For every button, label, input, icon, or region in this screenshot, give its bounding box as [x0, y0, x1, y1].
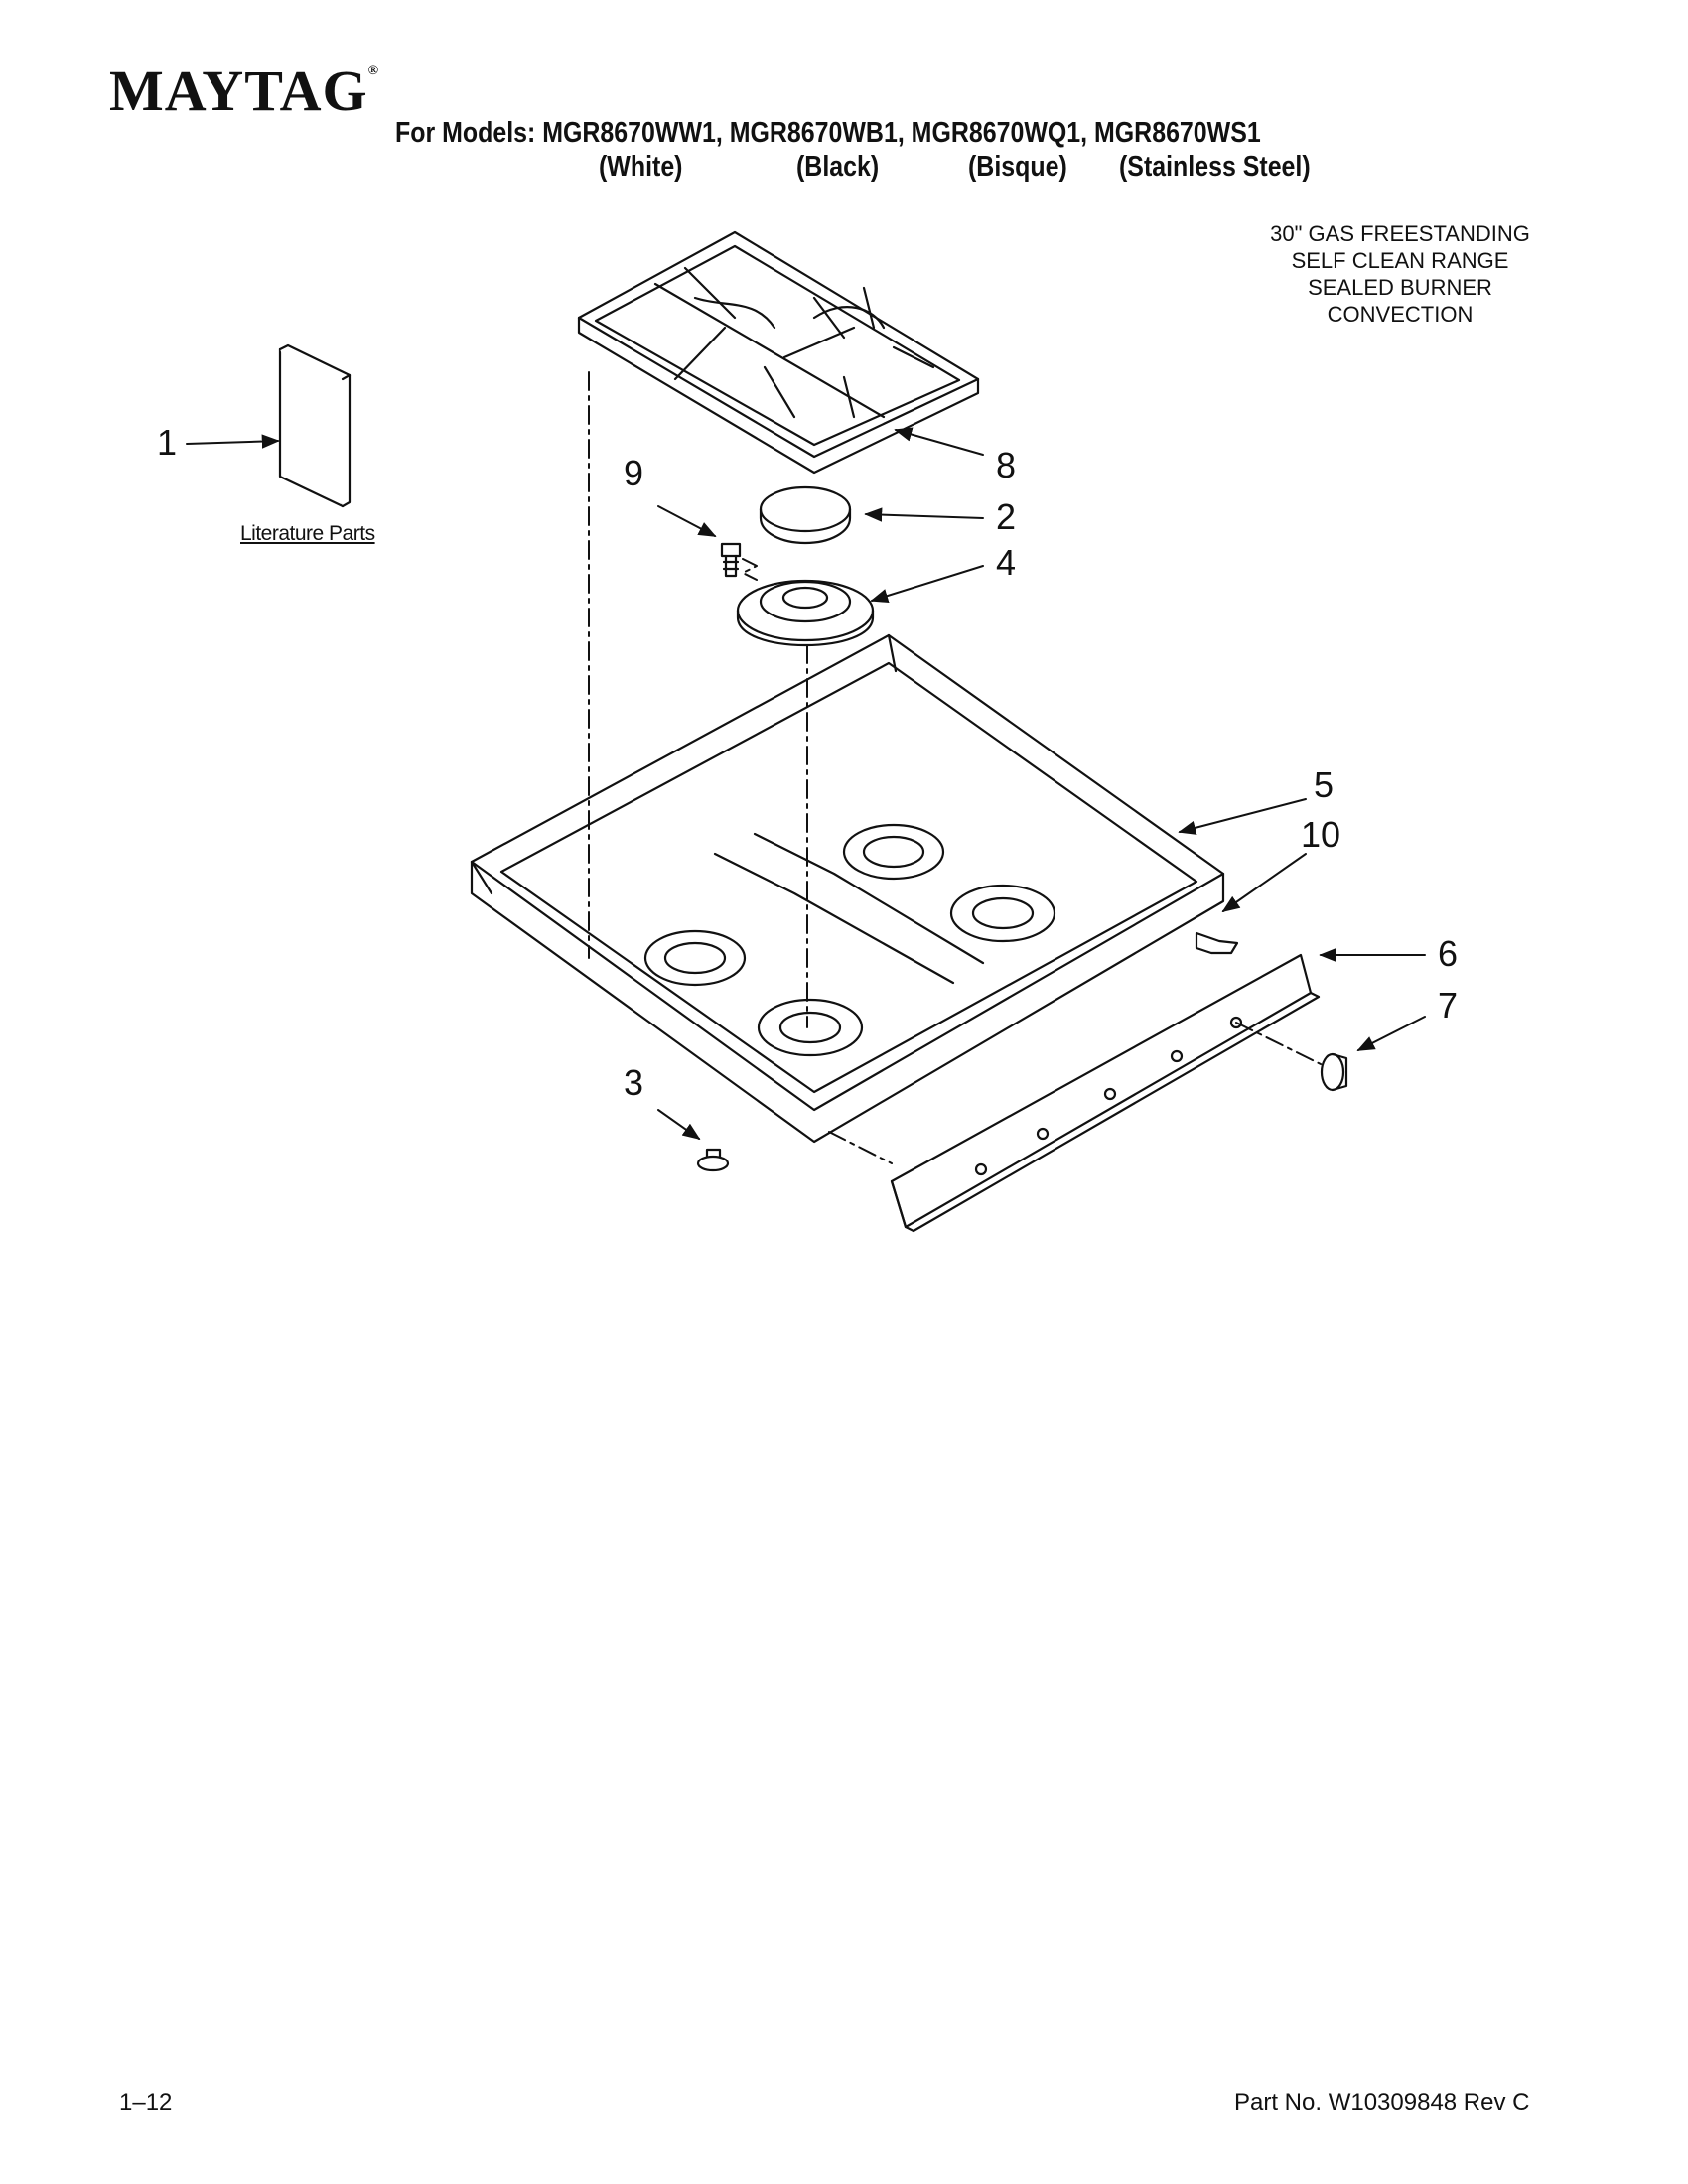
literature-book-part — [278, 343, 352, 508]
color-bisque: (Bisque) — [968, 151, 1067, 183]
callout-9: 9 — [624, 453, 644, 493]
product-description: 30" GAS FREESTANDING SELF CLEAN RANGE SE… — [1231, 220, 1569, 328]
knob-part — [1320, 1052, 1348, 1092]
burner-cap-part — [759, 485, 852, 545]
color-black: (Black) — [796, 151, 880, 183]
callout-8: 8 — [996, 445, 1017, 485]
models-line: For Models: MGR8670WW1, MGR8670WB1, MGR8… — [395, 117, 1261, 149]
callout-2: 2 — [996, 496, 1017, 537]
brand-logo: MAYTAG® — [109, 59, 380, 123]
description-line: SELF CLEAN RANGE — [1291, 248, 1509, 273]
alignment-lines — [588, 371, 1322, 1164]
page-number: 1–12 — [119, 2089, 173, 2116]
description-line: CONVECTION — [1327, 302, 1474, 327]
callout-4: 4 — [996, 542, 1017, 583]
color-white: (White) — [599, 151, 683, 183]
color-stainless: (Stainless Steel) — [1119, 151, 1311, 183]
foot-part — [696, 1148, 730, 1172]
literature-parts-label: Literature Parts — [240, 522, 375, 545]
screw-part-10 — [1195, 931, 1239, 955]
callout-6: 6 — [1438, 933, 1459, 974]
callout-10: 10 — [1301, 814, 1341, 855]
callout-3: 3 — [624, 1062, 644, 1103]
callout-1: 1 — [157, 422, 178, 463]
cooktop-part — [470, 633, 1225, 1144]
grate-part — [577, 230, 980, 475]
description-line: 30" GAS FREESTANDING — [1270, 221, 1530, 246]
control-panel-part — [890, 953, 1321, 1233]
callout-7: 7 — [1438, 985, 1459, 1025]
leader-arrows — [186, 427, 1426, 1141]
burner-base-part — [736, 579, 875, 647]
callout-5: 5 — [1314, 764, 1335, 805]
description-line: SEALED BURNER — [1308, 275, 1492, 300]
screw-part — [720, 542, 742, 578]
part-number: Part No. W10309848 Rev C — [1234, 2089, 1530, 2116]
